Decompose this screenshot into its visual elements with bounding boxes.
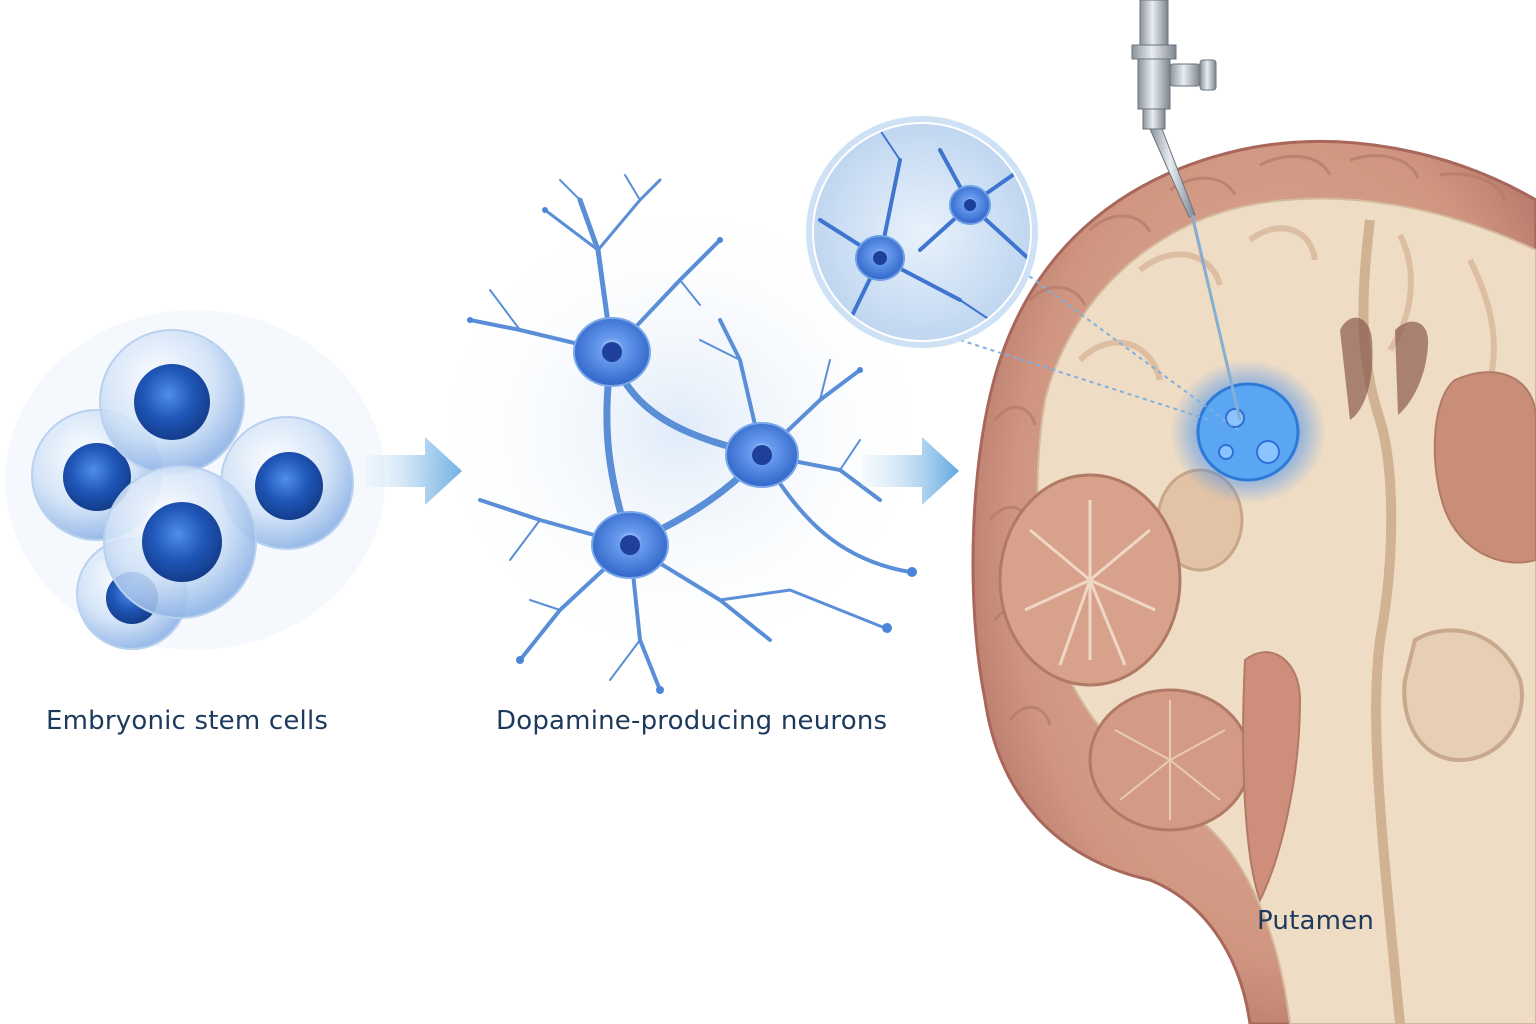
putamen-label: Putamen xyxy=(1257,906,1375,936)
brain-cross-section xyxy=(971,140,1536,1024)
injection-needle xyxy=(1131,0,1242,421)
neurons-label: Dopamine-producing neurons xyxy=(496,706,888,736)
right-arrow-icon xyxy=(862,437,959,505)
stem-cell-cluster xyxy=(5,310,385,650)
cerebellum xyxy=(998,473,1182,687)
putamen-target xyxy=(1170,360,1326,504)
stem-cells-label: Embryonic stem cells xyxy=(46,706,329,736)
zoom-inset xyxy=(806,116,1239,431)
dopamine-neuron-network xyxy=(420,174,940,694)
